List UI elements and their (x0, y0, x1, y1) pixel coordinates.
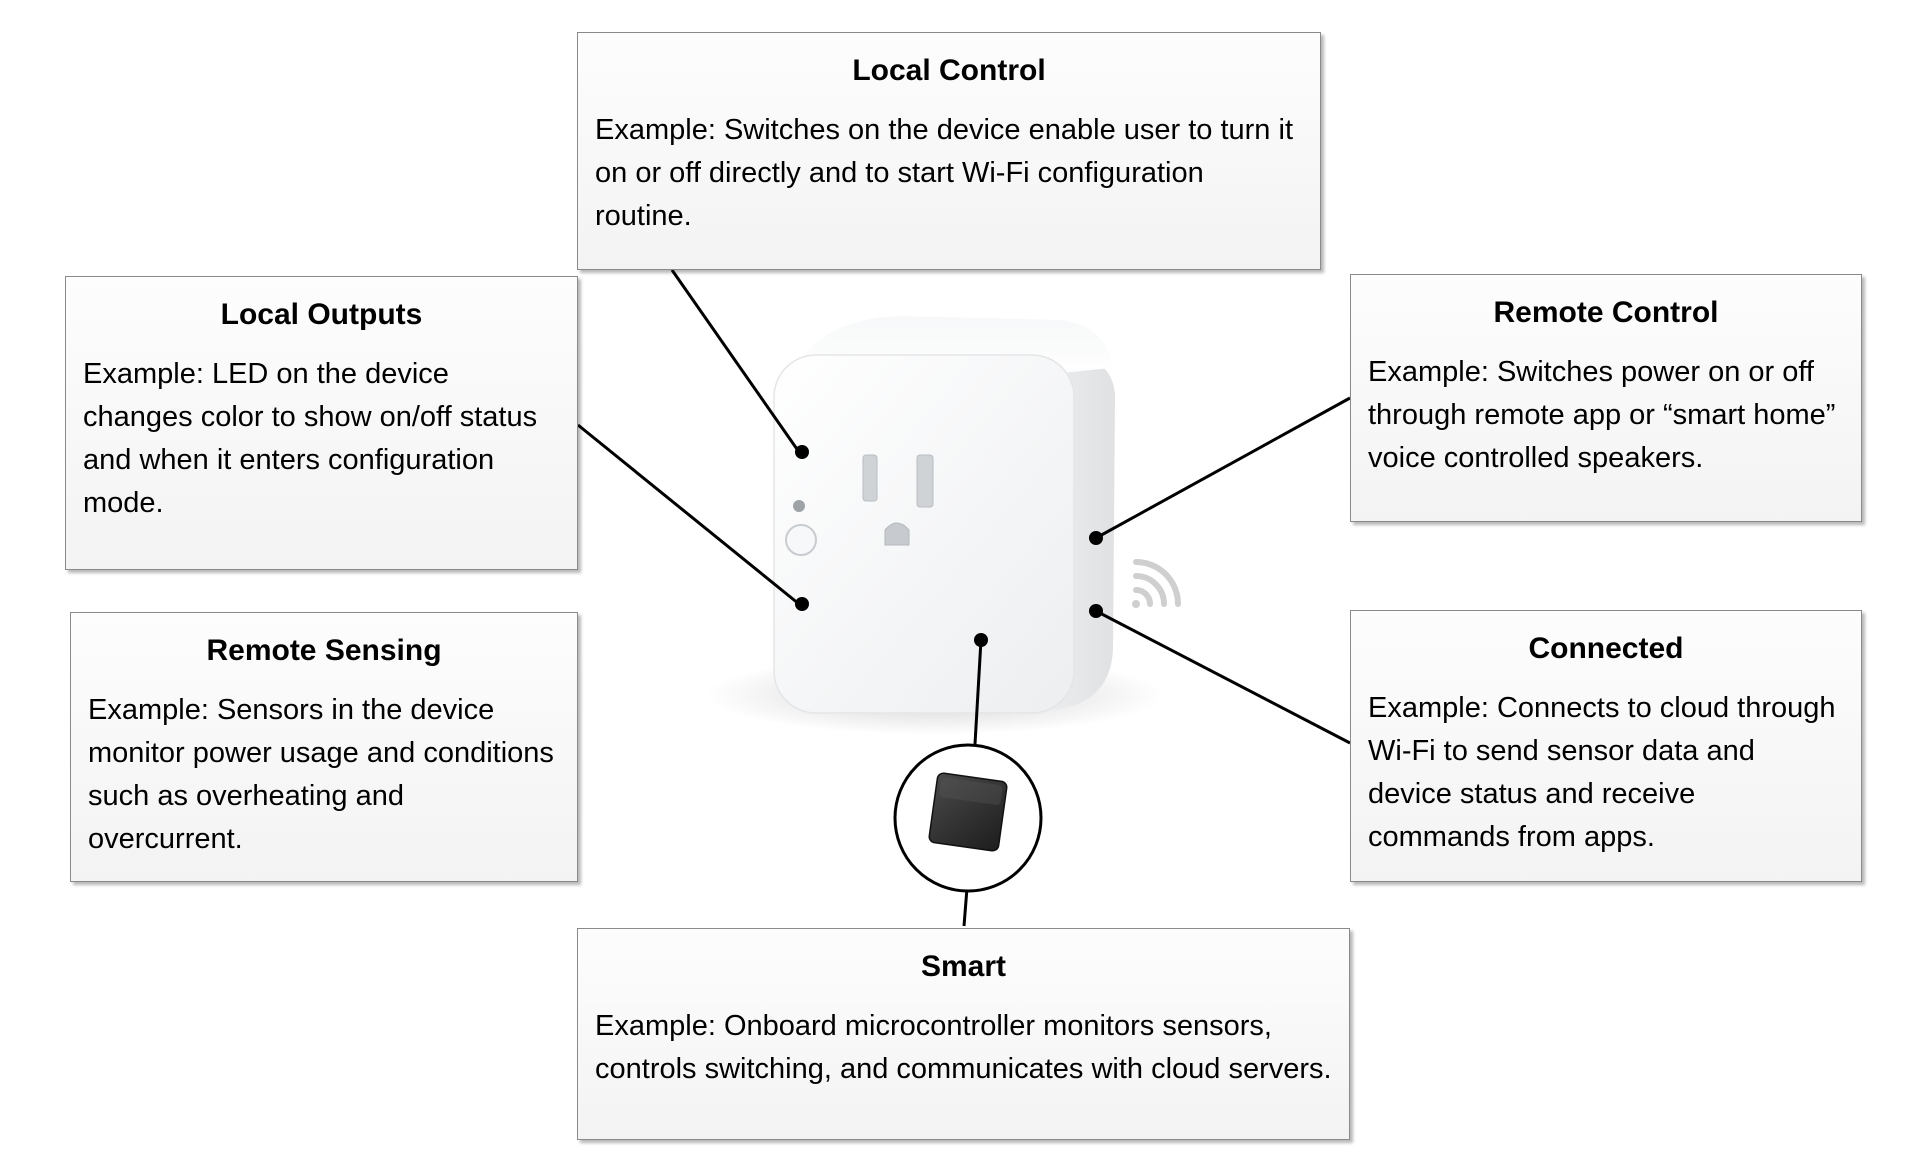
smart-box: Smart Example: Onboard microcontroller m… (577, 928, 1350, 1140)
remote-control-text: Example: Switches power on or off throug… (1368, 356, 1836, 474)
smart-text: Example: Onboard microcontroller monitor… (595, 1010, 1332, 1085)
local-control-title: Local Control (852, 54, 1046, 87)
local-outputs-box: Local Outputs Example: LED on the device… (65, 276, 578, 570)
wifi-icon (1132, 559, 1181, 608)
local-outputs-text: Example: LED on the device changes color… (83, 358, 538, 519)
connector-remote-control (1095, 396, 1351, 540)
microchip-icon (893, 743, 1043, 893)
connected-box: Connected Example: Connects to cloud thr… (1350, 610, 1862, 882)
remote-sensing-box: Remote Sensing Example: Sensors in the d… (70, 612, 578, 882)
connector-local-control (670, 269, 801, 453)
local-control-box: Local Control Example: Switches on the d… (577, 32, 1321, 270)
remote-sensing-title: Remote Sensing (206, 634, 442, 667)
connector-connected (1095, 609, 1351, 745)
connector-smart-top (973, 639, 983, 745)
local-outputs-title: Local Outputs (220, 298, 423, 331)
remote-sensing-text: Example: Sensors in the device monitor p… (88, 694, 554, 855)
connector-local-outputs (577, 423, 800, 606)
smart-plug-image (705, 316, 1165, 735)
remote-control-title: Remote Control (1493, 296, 1719, 329)
remote-control-box: Remote Control Example: Switches power o… (1350, 274, 1862, 522)
smart-title: Smart (920, 950, 1007, 983)
connected-text: Example: Connects to cloud through Wi-Fi… (1368, 692, 1836, 853)
connector-lines (577, 269, 1351, 927)
connector-smart-bottom (962, 887, 969, 927)
connected-title: Connected (1528, 632, 1684, 665)
connector-dots (795, 445, 1103, 647)
local-control-text: Example: Switches on the device enable u… (595, 114, 1293, 232)
